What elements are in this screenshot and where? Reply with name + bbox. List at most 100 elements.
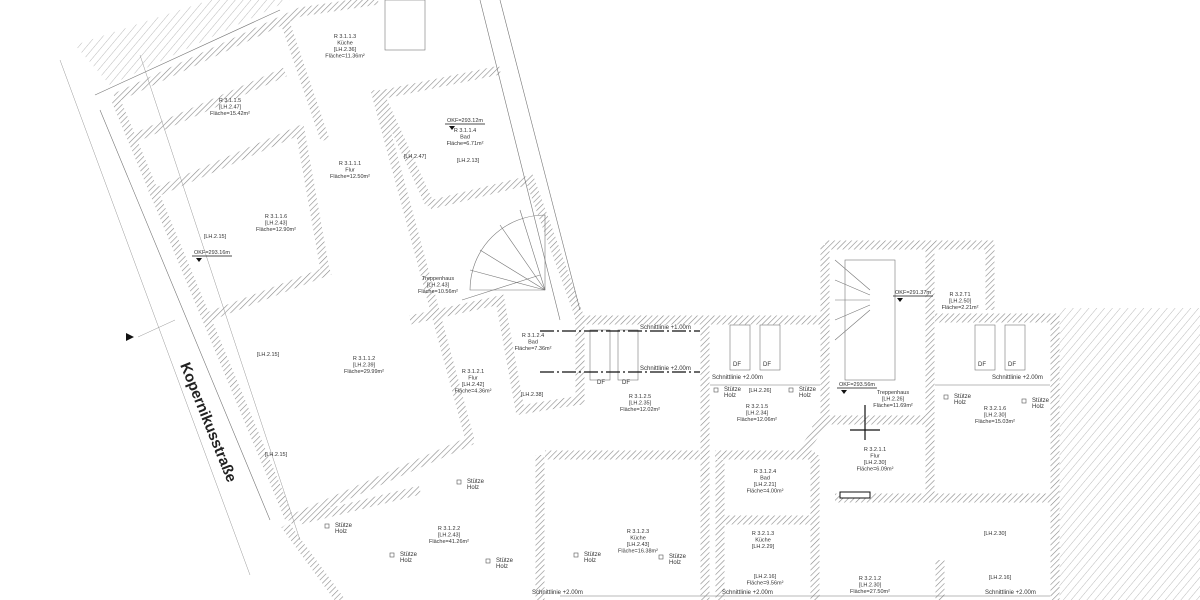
room-label-line: Fläche=29.99m² (344, 369, 384, 375)
room-label-line: Fläche=7.36m² (515, 346, 552, 352)
room-label-line: [LH.2.29] (752, 544, 775, 550)
room-label-line: Fläche=12.02m² (620, 407, 660, 413)
column-label: Stütze (496, 558, 514, 564)
roof-window-label: DF (597, 380, 605, 386)
room-label-line: Fläche=11.36m² (325, 54, 365, 60)
section-line-label: Schnittlinie +2.00m (992, 375, 1043, 381)
column-label: Stütze (400, 552, 418, 558)
column-marker (573, 552, 579, 558)
roof-window-label: DF (763, 362, 771, 368)
room-label-line: Bad (460, 135, 470, 141)
room-label-line: [LH.2.36] (334, 47, 357, 53)
room-label: R 3.1.2.5[LH.2.35]Fläche=12.02m² (620, 394, 660, 413)
column-label: Holz (467, 485, 479, 491)
room-label-line: Küche (337, 41, 353, 47)
room-label-line: [LH.2.47] (219, 105, 242, 111)
room-label: [LH.2.30] (984, 531, 1007, 537)
roof-window-label: DF (733, 362, 741, 368)
room-label-line: Treppenhaus (877, 390, 909, 396)
column-label: Holz (954, 400, 966, 406)
roof-window-label: DF (622, 380, 630, 386)
room-label-line: Fläche=12.06m² (737, 417, 777, 423)
room-label-line: Fläche=2.21m² (942, 305, 979, 311)
room-label-line: Fläche=15.03m² (975, 419, 1015, 425)
clear-height-label: [LH.2.15] (265, 452, 288, 458)
clear-height-label: [LH.2.15] (257, 352, 280, 358)
room-label-line: [LH.2.43] (627, 542, 650, 548)
room-label-line: [LH.2.39] (353, 363, 376, 369)
section-line-label: Schnittlinie +2.00m (722, 590, 773, 596)
room-label: R 3.2.1.6[LH.2.30]Fläche=15.03m² (975, 406, 1015, 425)
floor-level-label: OKF=293.56m (839, 382, 875, 388)
room-label-line: [LH.2.26] (882, 397, 905, 403)
room-label-line: [LH.2.16] (754, 574, 777, 580)
spiral-staircase (461, 209, 546, 301)
column-marker (485, 558, 491, 564)
room-label-line: R 3.1.2.5 (629, 394, 651, 400)
room-label-line: Fläche=4.36m² (455, 389, 492, 395)
room-label-line: Fläche=9.56m² (747, 581, 784, 587)
room-label: Treppenhaus[LH.2.26]Fläche=11.69m² (873, 390, 913, 409)
room-label-line: Fläche=41.26m² (429, 539, 469, 545)
right-block-walls (384, 0, 1060, 600)
column-label: Holz (1032, 404, 1044, 410)
room-label: [LH.2.16] (989, 575, 1012, 581)
room-label-line: Fläche=16.38m² (618, 549, 658, 555)
section-line-label: Schnittlinie +2.00m (712, 375, 763, 381)
room-label-line: [LH.2.34] (746, 411, 769, 417)
room-label: [LH.2.16]Fläche=9.56m² (747, 574, 784, 587)
column-marker (788, 387, 794, 393)
room-label: Treppenhaus[LH.2.43]Fläche=10.56m² (418, 276, 458, 295)
room-label-line: Treppenhaus (422, 276, 454, 282)
column-label: Stütze (669, 554, 687, 560)
column-label: Stütze (724, 387, 742, 393)
left-block-walls (59, 0, 585, 600)
room-label-line: R 3.1.2.4 (522, 333, 544, 339)
floor-level-label: OKF=293.16m (194, 250, 230, 256)
level-triangle-icon (449, 126, 455, 130)
room-label-line: Küche (755, 538, 771, 544)
room-label-line: [LH.2.30] (864, 460, 887, 466)
column-marker (389, 552, 395, 558)
room-label-line: Küche (630, 536, 646, 542)
room-label-line: [LH.2.35] (629, 401, 652, 407)
clear-height-label: [LH.2.13] (457, 158, 480, 164)
column-label: Stütze (584, 552, 602, 558)
column-label: Holz (799, 393, 811, 399)
room-label: R 3.1.2.2[LH.2.43]Fläche=41.26m² (429, 526, 469, 545)
room-label-line: [LH.2.43] (265, 221, 288, 227)
room-label-line: [LH.2.30] (984, 413, 1007, 419)
column-label: Holz (669, 560, 681, 566)
room-label-line: [LH.2.43] (427, 283, 450, 289)
column-marker (713, 387, 719, 393)
annotation-labels: [LH.2.47] [LH.2.13] [LH.2.15] [LH.2.15] [LH.… (192, 118, 1050, 596)
room-label-line: R 3.2.1.5 (746, 404, 768, 410)
room-label-line: R 3.2.1.6 (984, 406, 1006, 412)
section-line-label: Schnittlinie +1.00m (640, 325, 691, 331)
room-label-line: Fläche=4.00m² (747, 489, 784, 495)
room-label-line: R 3.1.1.3 (334, 34, 356, 40)
room-label-line: R 3.1.1.1 (339, 161, 361, 167)
clear-height-label: [LH.2.47] (404, 154, 427, 160)
room-label-line: [LH.2.43] (438, 533, 461, 539)
clear-height-label: [LH.2.15] (204, 234, 227, 240)
room-label-line: [LH.2.50] (949, 299, 972, 305)
section-line-label: Schnittlinie +2.00m (640, 366, 691, 372)
room-label: R 3.1.1.6[LH.2.43]Fläche=12.90m² (256, 214, 296, 233)
column-label: Holz (496, 564, 508, 570)
column-marker (943, 394, 949, 400)
section-arrow-icon (126, 333, 134, 341)
column-label: Holz (400, 558, 412, 564)
column-marker (324, 523, 330, 529)
room-label-line: R 3.1.1.2 (353, 356, 375, 362)
room-label-line: Fläche=12.50m² (330, 174, 370, 180)
room-label: R 3.2.1.5[LH.2.34]Fläche=12.06m² (737, 404, 777, 423)
room-label-line: [LH.2.30] (984, 531, 1007, 537)
